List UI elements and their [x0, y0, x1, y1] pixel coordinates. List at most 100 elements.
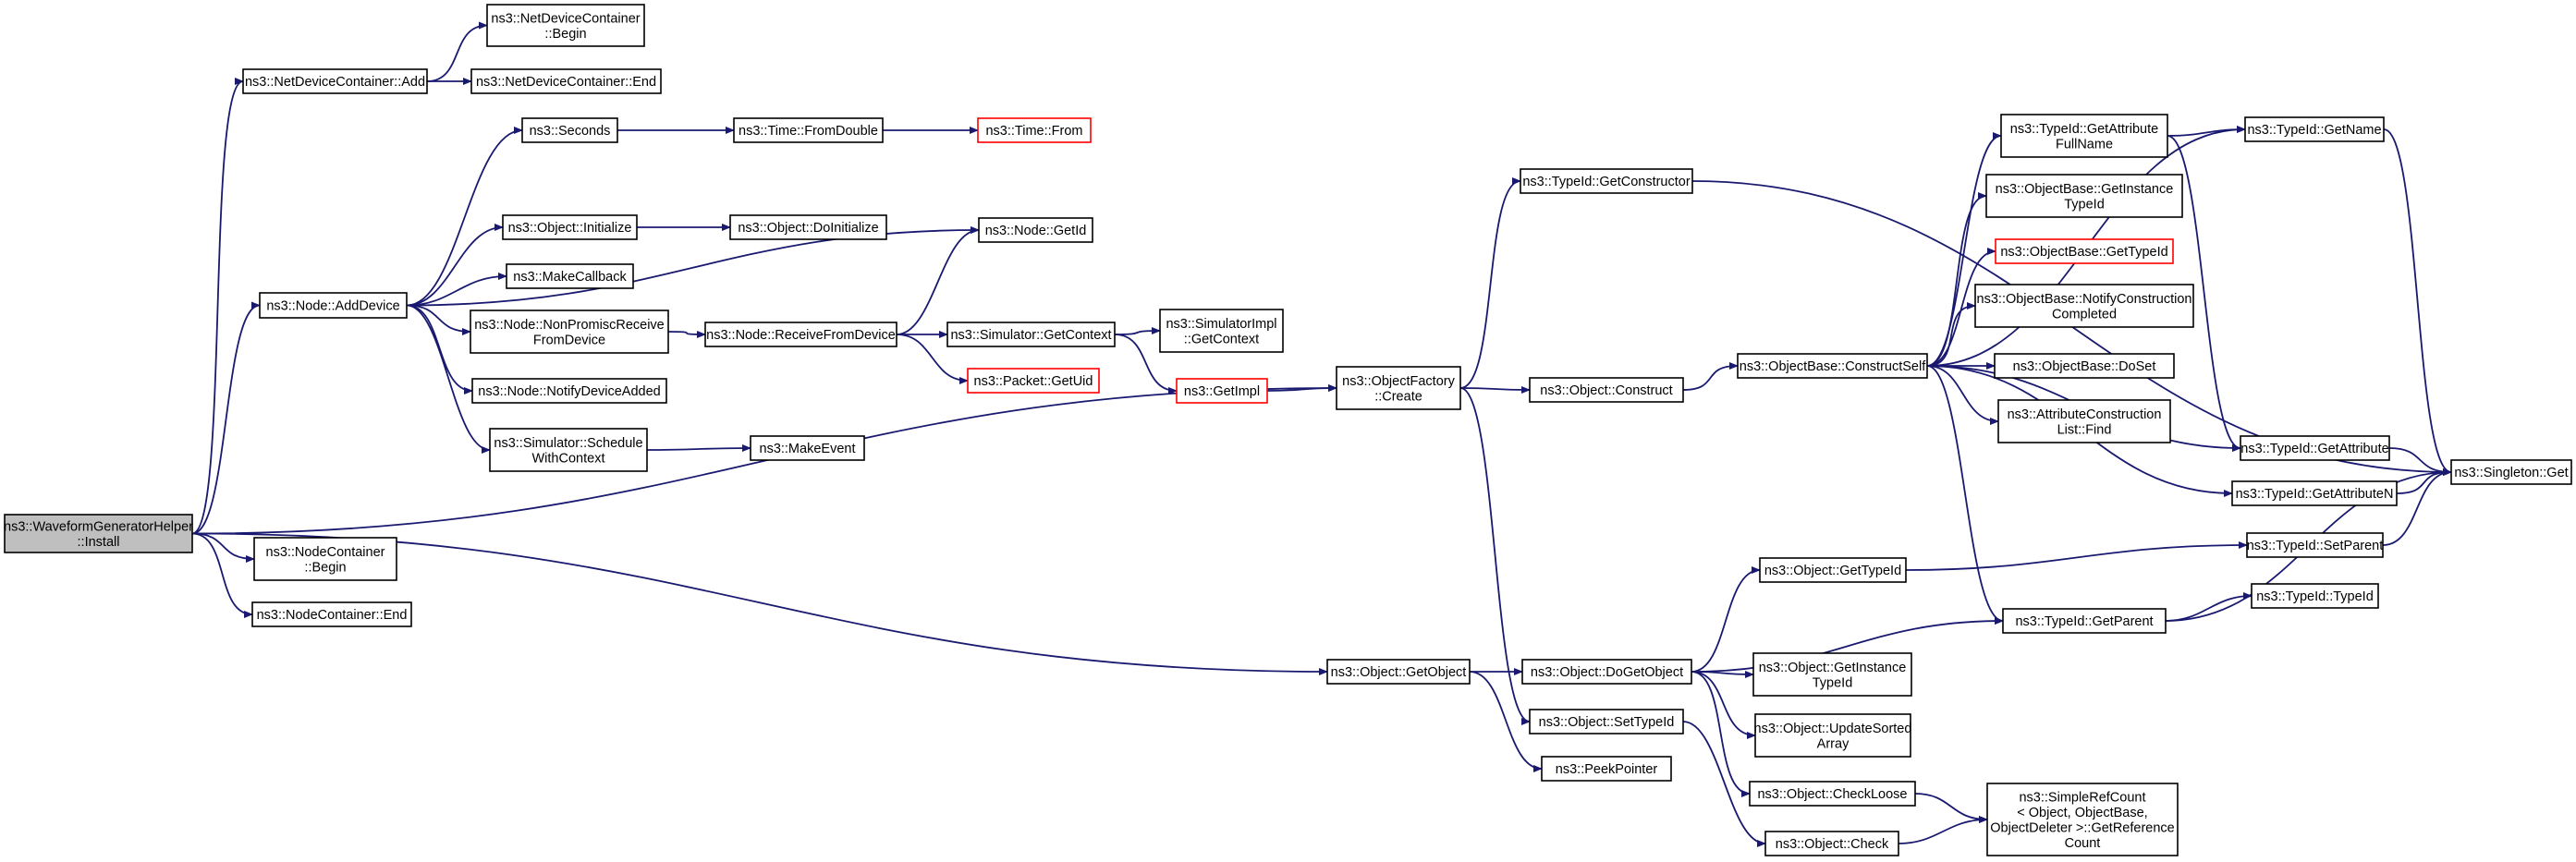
node-label: ns3::Object::GetTypeId: [1764, 564, 1901, 578]
node-box: [470, 68, 662, 94]
edge-typeid-getparent-to-typeid-typeid: [2165, 592, 2252, 622]
node-typeid-getattributen[interactable]: ns3::TypeId::GetAttributeN: [2231, 480, 2398, 506]
node-typeid-getname[interactable]: ns3::TypeId::GetName: [2244, 116, 2385, 142]
edge-object-check-to-simplerefcount-getref: [1898, 816, 1988, 844]
edge-node-receivefromdevice-to-packet-getuid: [896, 334, 969, 384]
node-label: ns3::Seconds: [530, 124, 611, 139]
node-object-doinitialize[interactable]: ns3::Object::DoInitialize: [729, 214, 887, 240]
edge-node-nonpromisc-to-node-receivefromdevice: [667, 330, 706, 338]
node-label: ns3::Object::GetObject: [1331, 665, 1467, 680]
edge-objbase-constructself-to-attrconstruction-find: [1926, 365, 1999, 425]
node-box: [967, 368, 1100, 394]
node-box: [1974, 284, 2194, 328]
edge-sim-schedulewithcontext-to-makeevent: [646, 444, 751, 453]
edge-node-adddevice-to-node-nonpromisc: [406, 304, 471, 335]
node-packet-getuid[interactable]: ns3::Packet::GetUid: [967, 368, 1100, 394]
node-object-settypeid[interactable]: ns3::Object::SetTypeId: [1529, 709, 1684, 735]
node-ndc-end[interactable]: ns3::NetDeviceContainer::End: [470, 68, 662, 94]
node-label: ns3::SimulatorImpl: [1166, 317, 1276, 332]
node-box: [1759, 557, 1907, 583]
node-typeid-typeid[interactable]: ns3::TypeId::TypeId: [2251, 583, 2379, 609]
node-node-getid[interactable]: ns3::Node::GetId: [978, 217, 1093, 243]
node-typeid-getparent[interactable]: ns3::TypeId::GetParent: [2002, 608, 2167, 634]
node-object-construct[interactable]: ns3::Object::Construct: [1529, 377, 1684, 403]
node-label: ns3::Object::DoGetObject: [1531, 665, 1683, 680]
node-label: ns3::MakeCallback: [513, 270, 627, 285]
node-typeid-getconstructor[interactable]: ns3::TypeId::GetConstructor: [1520, 168, 1693, 194]
node-install: ns3::WaveformGeneratorHelper::Install: [4, 514, 193, 553]
node-object-checkloose[interactable]: ns3::Object::CheckLoose: [1749, 781, 1916, 807]
node-objbase-notifyconstruction[interactable]: ns3::ObjectBase::NotifyConstructionCompl…: [1974, 284, 2194, 328]
node-nc-end[interactable]: ns3::NodeContainer::End: [251, 601, 412, 627]
node-object-gettypeid[interactable]: ns3::Object::GetTypeId: [1759, 557, 1907, 583]
node-sim-getcontext[interactable]: ns3::Simulator::GetContext: [946, 322, 1116, 347]
node-label: ::Begin: [304, 560, 346, 575]
node-objbase-constructself[interactable]: ns3::ObjectBase::ConstructSelf: [1737, 353, 1928, 379]
node-label: ::Install: [78, 535, 120, 550]
node-label: FromDevice: [533, 333, 605, 347]
node-object-getobject[interactable]: ns3::Object::GetObject: [1326, 659, 1471, 685]
node-label: Array: [1817, 736, 1850, 751]
node-object-initialize[interactable]: ns3::Object::Initialize: [502, 214, 638, 240]
node-getimpl[interactable]: ns3::GetImpl: [1176, 378, 1268, 404]
node-ndc-add[interactable]: ns3::NetDeviceContainer::Add: [242, 68, 428, 94]
node-label: ns3::TypeId::GetAttributeN: [2236, 487, 2394, 502]
node-box: [2251, 583, 2379, 609]
node-time-from[interactable]: ns3::Time::From: [977, 117, 1092, 143]
node-label: ns3::Simulator::Schedule: [494, 436, 642, 451]
edge-object-gettypeid-to-typeid-setparent: [1905, 541, 2248, 571]
node-node-adddevice[interactable]: ns3::Node::AddDevice: [259, 292, 408, 319]
node-label: ns3::NetDeviceContainer: [491, 11, 640, 26]
node-makecallback[interactable]: ns3::MakeCallback: [506, 263, 634, 289]
node-box: [729, 214, 887, 240]
node-typeid-getattribute[interactable]: ns3::TypeId::GetAttribute: [2240, 435, 2390, 461]
node-label: ObjectDeleter >::GetReference: [1990, 820, 2174, 835]
edge-objbase-constructself-to-objbase-getinstancetypeid: [1926, 192, 1987, 367]
node-ndc-begin[interactable]: ns3::NetDeviceContainer::Begin: [486, 4, 645, 47]
node-box: [1997, 399, 2171, 443]
edge-object-dogetobject-to-object-updatesortedarray: [1691, 671, 1756, 739]
node-typeid-setparent[interactable]: ns3::TypeId::SetParent: [2246, 532, 2384, 558]
node-peekpointer[interactable]: ns3::PeekPointer: [1541, 756, 1672, 782]
node-node-receivefromdevice[interactable]: ns3::Node::ReceiveFromDevice: [704, 322, 897, 347]
node-box: [486, 4, 645, 47]
node-label: ns3::Object::Construct: [1540, 383, 1672, 398]
node-box: [502, 214, 638, 240]
node-box: [489, 428, 648, 472]
node-object-check[interactable]: ns3::Object::Check: [1764, 831, 1899, 856]
node-object-dogetobject[interactable]: ns3::Object::DoGetObject: [1521, 659, 1692, 685]
node-simimpl-getcontext[interactable]: ns3::SimulatorImpl::GetContext: [1159, 309, 1284, 353]
node-simplerefcount-getref[interactable]: ns3::SimpleRefCount< Object, ObjectBase,…: [1986, 783, 2179, 856]
node-objbase-gettypeid[interactable]: ns3::ObjectBase::GetTypeId: [1995, 238, 2174, 264]
node-node-notifydeviceadded[interactable]: ns3::Node::NotifyDeviceAdded: [471, 378, 667, 404]
node-label: ns3::PeekPointer: [1556, 762, 1658, 777]
edge-objfactory-create-to-object-settypeid: [1459, 387, 1531, 725]
node-objfactory-create[interactable]: ns3::ObjectFactory::Create: [1336, 366, 1461, 410]
node-time-fromdouble[interactable]: ns3::Time::FromDouble: [733, 117, 884, 143]
edge-objbase-constructself-to-typeid-getattrfullname: [1926, 132, 2002, 367]
node-layer: ns3::WaveformGeneratorHelper::Installns3…: [4, 4, 2572, 856]
node-makeevent[interactable]: ns3::MakeEvent: [750, 435, 865, 461]
edge-object-dogetobject-to-object-checkloose: [1691, 671, 1751, 797]
node-label: ns3::Node::NonPromiscReceive: [474, 318, 665, 333]
node-label: ns3::Object::Initialize: [508, 221, 632, 236]
node-box: [253, 537, 397, 581]
node-nc-begin[interactable]: ns3::NodeContainer::Begin: [253, 537, 397, 581]
node-singleton-get[interactable]: ns3::Singleton::Get: [2450, 459, 2572, 485]
node-objbase-doset[interactable]: ns3::ObjectBase::DoSet: [1994, 353, 2175, 379]
edge-object-construct-to-objbase-constructself: [1682, 362, 1739, 391]
node-box: [251, 601, 412, 627]
node-box: [2244, 116, 2385, 142]
node-seconds[interactable]: ns3::Seconds: [521, 117, 618, 143]
node-box: [946, 322, 1116, 347]
node-label: ns3::ObjectBase::DoSet: [2013, 359, 2156, 374]
node-box: [1749, 781, 1916, 807]
